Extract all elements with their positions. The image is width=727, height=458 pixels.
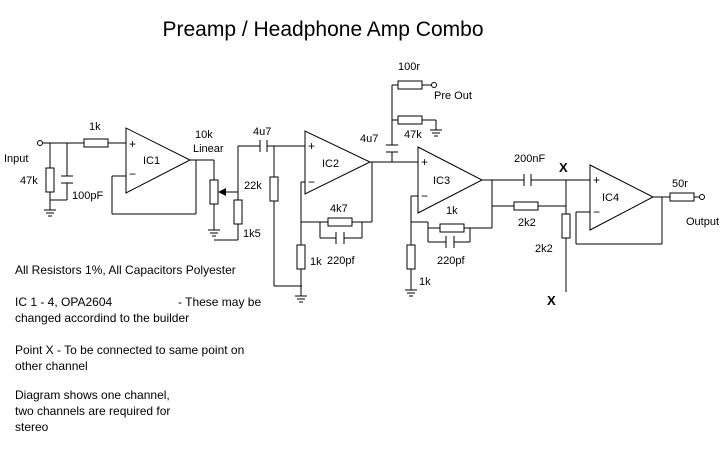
capacitor-4u7-b [386,144,398,153]
r-4k7-label: 4k7 [330,203,348,215]
r-1k-ic3-fb-label: 1k [446,205,458,217]
resistor-1k-ic2 [296,244,306,270]
r-2k2-shunt-label: 2k2 [535,243,553,255]
input-terminal [37,140,43,146]
grounds [44,129,442,303]
r-47k-in-label: 47k [20,175,38,187]
r-1k-ic3-label: 1k [419,276,431,288]
c-220pf-b-label: 220pf [437,255,465,267]
capacitor-200nf [523,174,532,186]
note-resistors: All Resistors 1%, All Capacitors Polyest… [15,263,236,277]
ic2-label: IC2 [322,158,339,170]
ic1-minus: − [129,167,136,181]
note-ic-line1-note: - These may be [178,295,262,309]
ground-symbol [405,289,417,297]
resistor-47k-out [397,115,423,125]
c-200nf-label: 200nF [514,153,545,165]
pot-type-label: Linear [193,143,224,155]
capacitor-100pf [61,175,73,184]
ic1-plus: + [129,137,136,151]
c-220pf-a-label: 220pf [327,255,355,267]
potentiometer-10k [209,179,219,205]
ground-symbol [430,129,442,137]
ic4-label: IC4 [602,192,619,204]
ic3-minus: − [421,189,428,203]
resistor-1k-input [83,138,109,148]
resistor-22k [269,176,279,202]
op-amp-ic2: + − IC2 [304,130,372,195]
ic3-label: IC3 [433,175,450,187]
ic3-plus: + [421,155,428,169]
resistor-1k-ic3 [406,244,416,270]
output-label: Output [686,216,719,228]
note-diagram-line1: Diagram shows one channel, [15,388,170,402]
resistor-1k-ic3-feedback [439,223,465,233]
note-pointx-line2: other channel [15,359,88,373]
ground-symbol [295,295,307,303]
note-ic-line2: changed accordind to the builder [15,311,190,325]
resistor-2k2-shunt [561,213,571,239]
resistor-4k7 [327,217,353,227]
ic1-label: IC1 [143,155,160,167]
r-47k-out-label: 47k [404,129,422,141]
r-50r-label: 50r [672,178,688,190]
ic4-minus: − [593,205,600,219]
op-amp-ic3: + − IC3 [417,146,484,214]
wiring [37,82,705,296]
resistors [45,80,695,270]
capacitors [61,140,532,248]
note-ic-line1: IC 1 - 4, OPA2604 [15,295,113,309]
resistor-1k5 [233,199,243,225]
pre-out-label: Pre Out [434,90,472,102]
r-22k-label: 22k [244,180,262,192]
note-pointx-line1: Point X - To be connected to same point … [15,343,245,357]
input-label: Input [4,153,28,165]
op-amp-ic4: + − IC4 [589,164,655,231]
ground-symbol [208,229,220,237]
pre-out-terminal [431,82,437,88]
c-4u7-b-label: 4u7 [360,133,378,145]
diagram-title: Preamp / Headphone Amp Combo [162,18,484,41]
resistor-50r [669,192,695,202]
op-amp-ic1: + − IC1 [125,127,192,194]
r-1k5-label: 1k5 [243,228,261,240]
pot-value-label: 10k [195,129,213,141]
r-1k-ic2-label: 1k [310,256,322,268]
note-diagram-line3: stereo [15,420,49,434]
c-4u7-a-label: 4u7 [253,126,271,138]
capacitor-4u7-a [259,140,268,152]
capacitor-220pf-a [335,232,345,244]
point-x-top-label: X [559,160,568,175]
capacitor-220pf-b [445,236,455,248]
note-diagram-line2: two channels are required for [15,404,171,418]
ic2-minus: − [308,175,315,189]
resistor-2k2-series [513,201,539,211]
r-2k2-series-label: 2k2 [518,217,536,229]
output-terminal [699,194,705,200]
r-in-label: 1k [89,121,101,133]
ic4-plus: + [593,173,600,187]
ground-symbol [44,209,56,217]
point-x-bottom-label: X [547,293,556,308]
c-100pf-label: 100pF [72,190,103,202]
resistor-47k-input [45,167,55,193]
ic2-plus: + [308,139,315,153]
pot-wiper-arrow [218,188,226,196]
resistor-100r [397,80,423,90]
r-100r-label: 100r [398,61,420,73]
